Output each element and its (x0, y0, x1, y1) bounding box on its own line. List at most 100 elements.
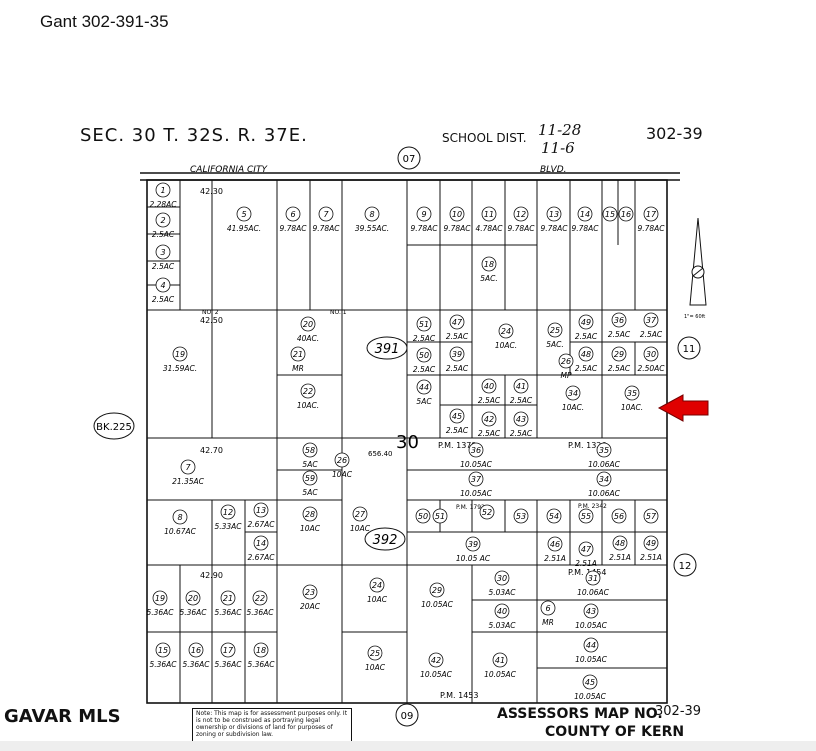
county-label: COUNTY OF KERN (545, 724, 685, 740)
parcel-number: 13 (549, 210, 559, 219)
parcel-circle (449, 408, 465, 424)
parcel-area: 5.36AC (149, 660, 177, 669)
parcel-number: 13 (256, 506, 266, 515)
parcel-circle (302, 584, 318, 600)
north-arrow-icon (689, 217, 707, 306)
parcel-circle (492, 652, 508, 668)
parcel-area: 10.05AC (574, 692, 607, 701)
parcel-number: 56 (614, 512, 624, 521)
map-page-number: 302-39 (646, 124, 703, 143)
parcel-number: 31 (588, 574, 598, 583)
parcel-circle (290, 346, 306, 362)
parcel-area: 10.06AC (588, 489, 621, 498)
parcel-number: 53 (516, 512, 526, 521)
parcel-circle (643, 508, 659, 524)
road-number: 42.90 (200, 571, 223, 580)
parcel-circle (172, 509, 188, 525)
parcel-circle (643, 206, 659, 222)
parcel-number: 57 (646, 512, 657, 521)
parcel-area: 10.67AC (164, 527, 197, 536)
parcel-number: 24 (501, 327, 511, 336)
parcel-area: 21.35AC (172, 477, 205, 486)
parcel-area: 10AC (350, 524, 371, 533)
parcel-area: 20AC (300, 602, 321, 611)
parcel-circle (513, 411, 529, 427)
parcel-circle (318, 206, 334, 222)
parcel-number: 34 (568, 389, 578, 398)
parcel-area: 10AC. (495, 341, 517, 350)
blvd-label: BLVD. (540, 165, 566, 175)
parcel-number: 46 (550, 540, 560, 549)
book-ref: BK.225 (96, 422, 132, 433)
parcel-circle (172, 346, 188, 362)
parcel-area: 2.5AC (152, 230, 175, 239)
pm-label: P.M. 1792 (456, 504, 485, 511)
parcel-area: 2.5AC (446, 332, 469, 341)
pm-label: P.M. 1453 (440, 691, 478, 700)
parcel-circle (582, 674, 598, 690)
parcel-area: 5.03AC (488, 588, 516, 597)
parcel-circle (416, 316, 432, 332)
parcel-area: 5.33AC (214, 522, 242, 531)
parcel-area: 10.05AC (460, 460, 493, 469)
road-number: 42.70 (200, 446, 223, 455)
parcel-circle (481, 378, 497, 394)
parcel-area: 2.5AC (152, 295, 175, 304)
parcel-number: 12 (223, 508, 233, 517)
parcel-area: 10.05AC (575, 655, 608, 664)
parcel-number: 48 (615, 539, 625, 548)
parcel-circle (155, 642, 171, 658)
parcel-circle (220, 642, 236, 658)
parcel-number: 27 (355, 510, 366, 519)
parcel-circle (494, 570, 510, 586)
parcel-circle (220, 504, 236, 520)
parcel-number: 36 (471, 446, 481, 455)
parcel-area: 10AC. (562, 403, 584, 412)
road-label: CALIFORNIA CITY (190, 165, 268, 175)
parcel-area: 2.5AC (478, 396, 501, 405)
parcel-number: 10 (452, 210, 462, 219)
parcel-circle (364, 206, 380, 222)
parcel-area: 2.51A (575, 559, 597, 568)
parcel-circle (481, 411, 497, 427)
parcel-circle (367, 645, 383, 661)
parcel-circle (253, 642, 269, 658)
parcel-circle (611, 346, 627, 362)
road-number: NO. 2 (202, 309, 219, 316)
parcel-area: 10AC (365, 663, 386, 672)
parcel-circle (546, 508, 562, 524)
parcel-circle (565, 385, 581, 401)
parcel-circle (577, 206, 593, 222)
parcel-area: 2.28AC (149, 200, 177, 209)
parcel-circle (468, 442, 484, 458)
parcel-area: 10AC (367, 595, 388, 604)
parcel-circle (180, 459, 196, 475)
parcel-circle (253, 502, 269, 518)
parcel-number: 55 (581, 512, 591, 521)
parcel-number: 17 (223, 646, 234, 655)
parcel-circle (468, 471, 484, 487)
disclaimer-note: Note: This map is for assessment purpose… (192, 708, 352, 742)
parcel-circle (253, 535, 269, 551)
parcel-area: 10.05AC (421, 600, 454, 609)
parcel-circle (643, 535, 659, 551)
parcel-area: MR (542, 618, 554, 627)
parcel-area: 5AC. (546, 340, 564, 349)
parcel-circle (602, 206, 618, 222)
parcel-number: 11 (484, 210, 494, 219)
parcel-circle (498, 323, 514, 339)
road-number: 42.30 (200, 187, 223, 196)
parcel-area: 5.36AC (214, 660, 242, 669)
parcel-circle (185, 590, 201, 606)
parcel-number: 40 (497, 607, 507, 616)
parcel-number: 39 (452, 350, 462, 359)
parcel-area: 5.36AC (179, 608, 207, 617)
parcel-number: 16 (621, 210, 631, 219)
parcel-area: 10.06AC (588, 460, 621, 469)
parcel-number: 12 (516, 210, 526, 219)
parcel-number: 17 (646, 210, 657, 219)
section-number: 30 (396, 432, 419, 453)
parcel-number: 20 (188, 594, 198, 603)
parcel-number: 51 (419, 320, 429, 329)
parcel-circle (429, 582, 445, 598)
